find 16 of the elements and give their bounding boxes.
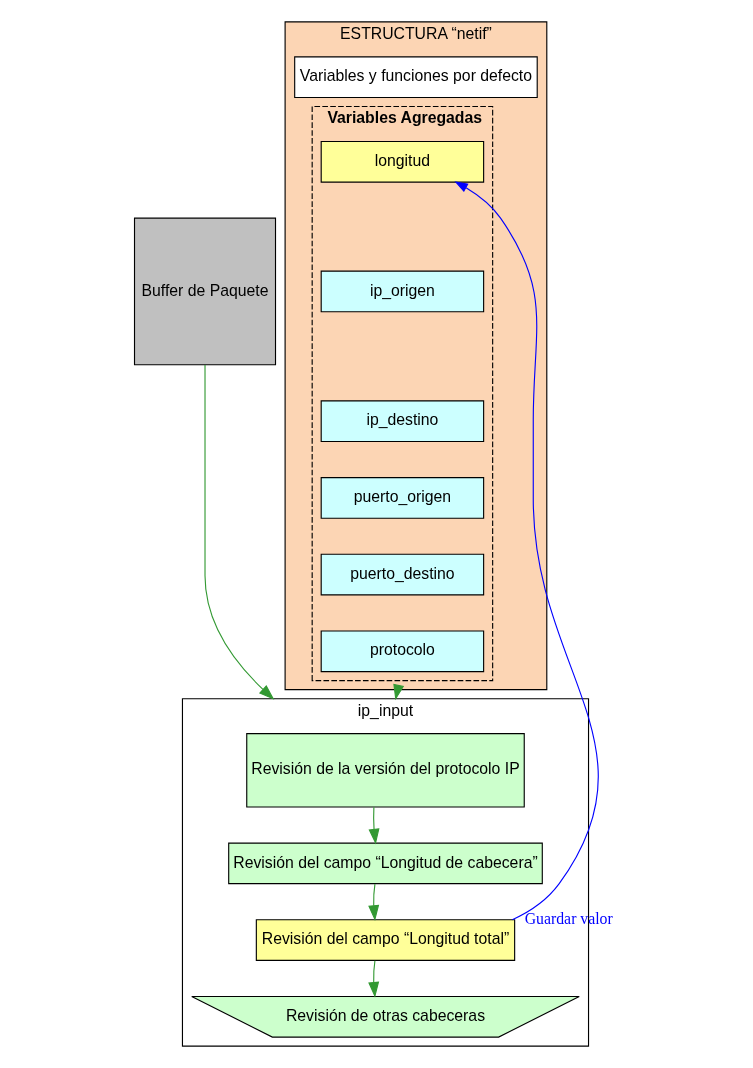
node-box: Buffer de Paquete [133,217,276,366]
arrow [367,960,379,998]
node-box: ip_origen [320,270,484,313]
arrow [453,181,598,921]
node-box: Revisión de la versión del protocolo IP [245,733,525,808]
arrow [368,806,379,845]
node-box: longitud [320,140,484,183]
node-box: puerto_origen [320,477,484,519]
arrow [203,364,274,700]
node-box: Variables y funciones por defecto [293,56,538,99]
node-box: ip_destino [320,400,484,443]
node-box: Revisión del campo “Longitud total” [255,919,515,961]
node-box: Revisión del campo “Longitud de cabecera” [227,842,543,885]
node-box: protocolo [320,630,484,673]
arrow [367,883,379,921]
node-box: puerto_destino [320,553,484,596]
